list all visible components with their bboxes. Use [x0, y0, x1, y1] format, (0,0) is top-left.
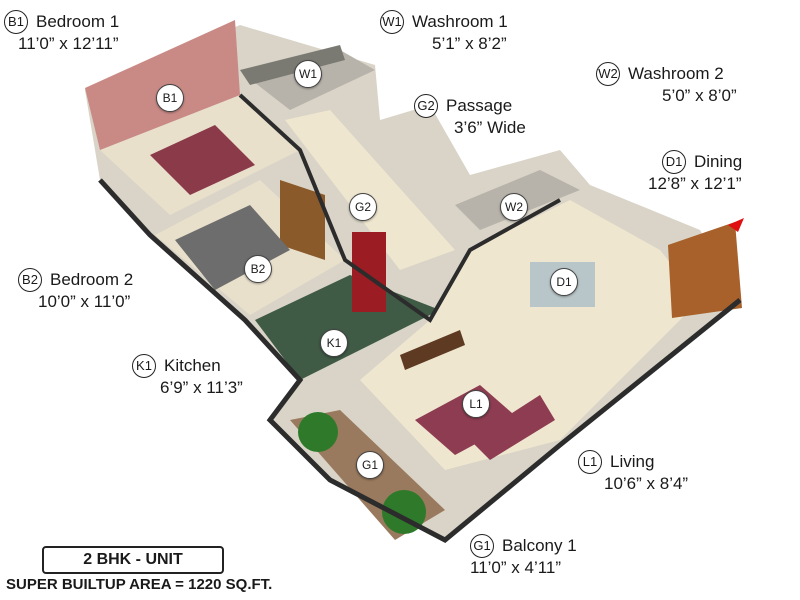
bed-2	[175, 205, 290, 290]
washroom-1-wall	[240, 45, 345, 85]
inner-walls	[238, 93, 561, 323]
room-size: 3’6” Wide	[454, 118, 526, 137]
room-name: Bedroom 2	[50, 270, 134, 289]
room-size: 5’1” x 8’2”	[432, 34, 507, 53]
sofa-2	[470, 395, 555, 460]
room-size: 10’6” x 8’4”	[604, 474, 689, 493]
room-code-badge: B1	[4, 10, 28, 34]
room-code-badge: G2	[414, 94, 438, 118]
dining-living-floor	[360, 200, 700, 470]
room-label-w1: W1 Washroom 1 5’1” x 8’2”	[380, 10, 508, 54]
room-code-badge: B2	[18, 268, 42, 292]
room-label-b1: B1 Bedroom 1 11’0” x 12’11”	[4, 10, 119, 54]
room-label-l1: L1 Living 10’6” x 8’4”	[578, 450, 688, 494]
room-label-d1: D1 Dining 12’8” x 12’1”	[648, 150, 743, 194]
marker-l1: L1	[462, 390, 490, 418]
plant-1	[298, 412, 338, 452]
marker-d1: D1	[550, 268, 578, 296]
room-label-g1: G1 Balcony 1 11’0” x 4’11”	[470, 534, 577, 578]
room-size: 10’0” x 11’0”	[38, 292, 131, 311]
room-name: Balcony 1	[502, 536, 577, 555]
room-size: 11’0” x 12’11”	[18, 34, 119, 53]
marker-b1: B1	[156, 84, 184, 112]
room-name: Washroom 1	[412, 12, 508, 31]
passage-floor	[285, 110, 455, 270]
room-code-badge: L1	[578, 450, 602, 474]
fridge	[352, 232, 386, 312]
marker-g2: G2	[349, 193, 377, 221]
room-code-badge: D1	[662, 150, 686, 174]
room-name: Washroom 2	[628, 64, 724, 83]
marker-g1: G1	[356, 451, 384, 479]
tv-unit	[400, 330, 465, 370]
outer-walls	[98, 178, 742, 543]
wardrobe	[280, 180, 325, 260]
room-size: 11’0” x 4’11”	[470, 558, 562, 577]
room-label-k1: K1 Kitchen 6’9” x 11’3”	[132, 354, 243, 398]
room-name: Dining	[694, 152, 743, 171]
room-code-badge: G1	[470, 534, 494, 558]
room-label-w2: W2 Washroom 2 5’0” x 8’0”	[596, 62, 737, 106]
room-size: 6’9” x 11’3”	[160, 378, 243, 397]
front-door	[668, 222, 742, 318]
super-builtup-area: SUPER BUILTUP AREA = 1220 SQ.FT.	[6, 576, 273, 593]
bed-1	[150, 125, 255, 195]
room-name: Kitchen	[164, 356, 221, 375]
marker-w2: W2	[500, 193, 528, 221]
room-label-g2: G2 Passage 3’6” Wide	[414, 94, 526, 138]
kitchen-counter	[255, 275, 440, 380]
marker-b2: B2	[244, 255, 272, 283]
room-size: 12’8” x 12’1”	[648, 174, 742, 193]
room-code-badge: W2	[596, 62, 620, 86]
room-code-badge: K1	[132, 354, 156, 378]
marker-k1: K1	[320, 329, 348, 357]
room-code-badge: W1	[380, 10, 404, 34]
room-name: Passage	[446, 96, 513, 115]
room-label-b2: B2 Bedroom 2 10’0” x 11’0”	[18, 268, 133, 312]
entry-arrow	[728, 218, 744, 232]
sofa	[415, 385, 520, 455]
room-size: 5’0” x 8’0”	[662, 86, 737, 105]
room-name: Bedroom 1	[36, 12, 120, 31]
unit-type-label: 2 BHK - UNIT	[42, 546, 224, 574]
marker-w1: W1	[294, 60, 322, 88]
room-name: Living	[610, 452, 655, 471]
